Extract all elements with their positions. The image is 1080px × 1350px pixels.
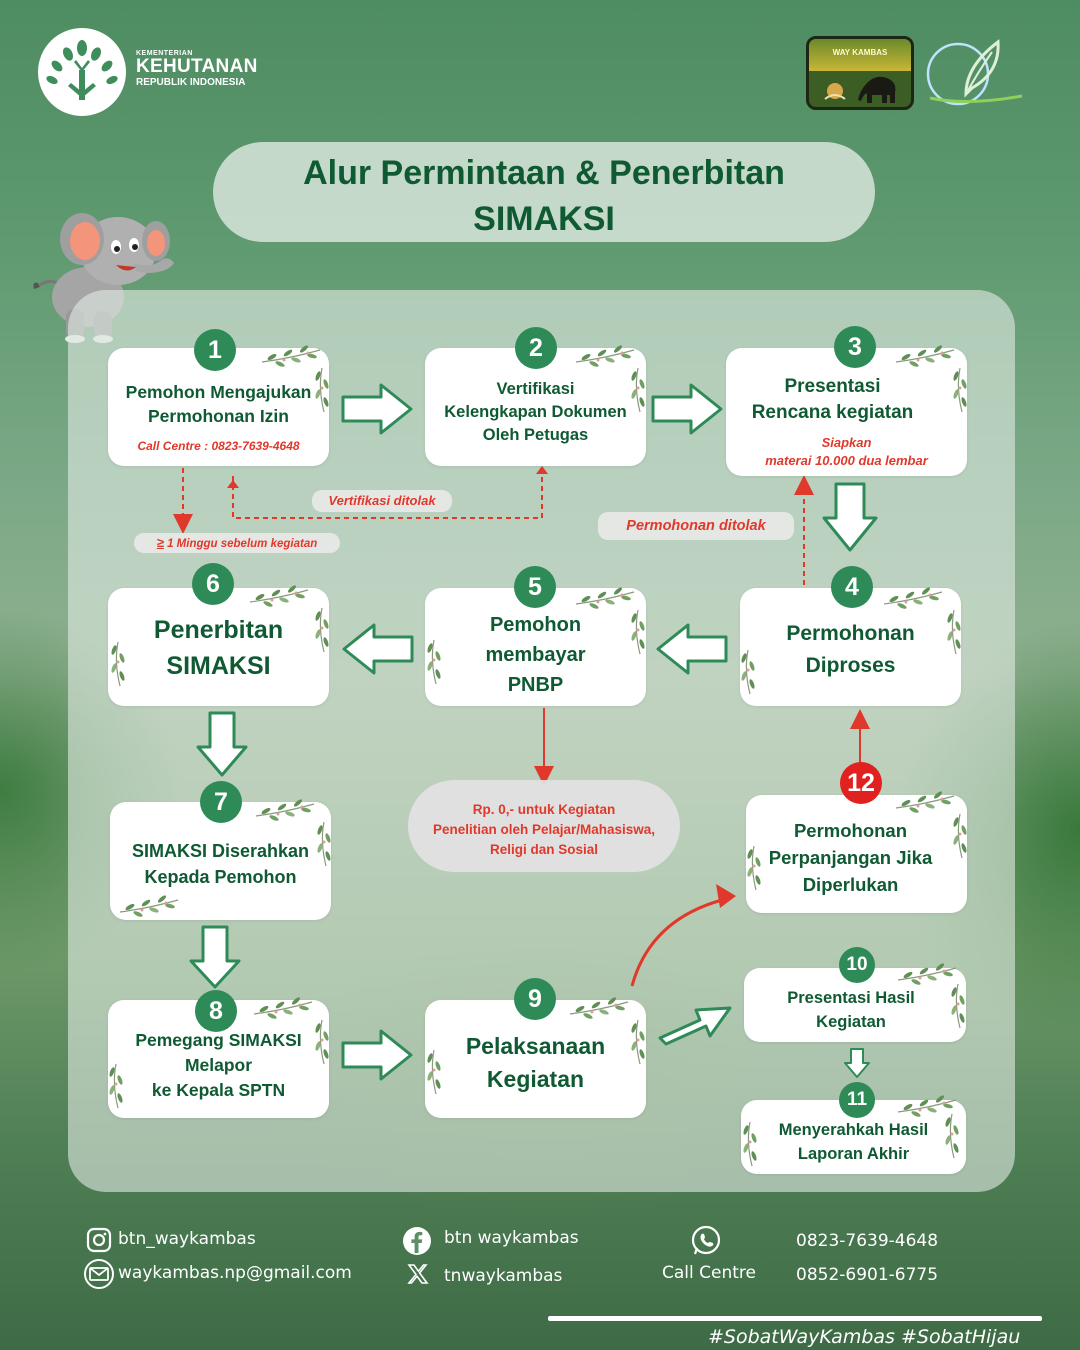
- partner-logos: WAY KAMBAS: [806, 36, 1026, 116]
- instagram-icon: [86, 1227, 112, 1253]
- step-4-line-2: Diproses: [805, 654, 896, 677]
- badge-label: WAY KAMBAS: [832, 48, 888, 57]
- x-twitter-icon: [407, 1264, 429, 1284]
- step-5-line-1: Pemohon: [489, 614, 582, 636]
- step-12-card: Permohonan Perpanjangan Jika Diperlukan: [746, 795, 967, 913]
- arrow-5-to-6: [342, 623, 414, 675]
- facebook-handle[interactable]: btn waykambas: [444, 1228, 579, 1248]
- step-10-number: 10: [839, 947, 875, 983]
- step-5-line-3: PNBP: [507, 674, 564, 696]
- step-2-line-3: Oleh Petugas: [482, 426, 589, 444]
- instagram-handle[interactable]: btn_waykambas: [118, 1229, 256, 1249]
- arrow-8-to-9: [341, 1029, 413, 1081]
- step-6-card: Penerbitan SIMAKSI: [108, 588, 329, 706]
- arrow-3-to-4: [822, 482, 878, 552]
- org-name: KEHUTANAN: [136, 56, 258, 77]
- email-address[interactable]: waykambas.np@gmail.com: [118, 1263, 352, 1283]
- email-icon: [84, 1259, 114, 1289]
- step-4-card: Permohonan Diproses: [740, 588, 961, 706]
- whatsapp-icon: [691, 1225, 721, 1255]
- step-7-line-1: SIMAKSI Diserahkan: [131, 841, 310, 861]
- step-4-line-1: Permohonan: [786, 622, 915, 645]
- step-12-line-1: Permohonan: [793, 820, 908, 841]
- step-10-line-1: Presentasi Hasil: [787, 989, 915, 1007]
- title-line-1: Alur Permintaan & Penerbitan: [303, 154, 785, 192]
- step-2-number: 2: [515, 327, 557, 369]
- arrow-1-to-2: [341, 383, 413, 435]
- footer-divider: [548, 1316, 1042, 1321]
- step-8-line-1: Pemegang SIMAKSI: [135, 1030, 302, 1050]
- phone-number-1[interactable]: 0823-7639-4648: [796, 1231, 939, 1251]
- step-2-line-1: Vertifikasi: [496, 380, 575, 398]
- step-11-card: Menyerahkah Hasil Laporan Akhir: [741, 1100, 966, 1174]
- step-3-line-1: Presentasi: [784, 376, 881, 397]
- hashtags: #SobatWayKambas #SobatHijau: [708, 1326, 1021, 1348]
- min-week-symbol: ≥: [156, 535, 164, 550]
- step-3-card: Presentasi Rencana kegiatan Siapkan mate…: [726, 348, 967, 476]
- step-8-line-3: ke Kepala SPTN: [151, 1080, 286, 1100]
- title-banner: Alur Permintaan & Penerbitan SIMAKSI: [213, 142, 875, 242]
- step-11-line-2: Laporan Akhir: [797, 1145, 910, 1163]
- step-11-number: 11: [839, 1082, 875, 1118]
- verifikasi-ditolak-label: Vertifikasi ditolak: [312, 490, 452, 512]
- call-centre-label: Call Centre: [662, 1263, 756, 1283]
- step-11-line-1: Menyerahkah Hasil: [778, 1121, 929, 1139]
- pnbp-info-bubble: Rp. 0,- untuk Kegiatan Penelitian oleh P…: [408, 780, 680, 872]
- step-6-number: 6: [192, 563, 234, 605]
- arrow-9-to-10: [658, 1006, 732, 1046]
- arrow-7-to-8: [189, 925, 241, 989]
- step-3-line-2: Rencana kegiatan: [751, 402, 914, 423]
- step-1-number: 1: [194, 329, 236, 371]
- way-kambas-badge: WAY KAMBAS: [806, 36, 914, 110]
- step-5-number: 5: [514, 566, 556, 608]
- step-1-line-1: Pemohon Mengajukan: [125, 382, 312, 402]
- step-3-note-2: materai 10.000 dua lembar: [765, 453, 928, 468]
- step-6-line-1: Penerbitan: [153, 616, 284, 644]
- facebook-icon: [403, 1227, 431, 1255]
- step-1-note: Call Centre : 0823-7639-4648: [137, 439, 300, 453]
- step-3-number: 3: [834, 326, 876, 368]
- arrow-10-to-11: [844, 1048, 870, 1078]
- step-12-number: 12: [840, 762, 882, 804]
- step-1-card: Pemohon Mengajukan Permohonan Izin Call …: [108, 348, 329, 466]
- info-line-3: Religi dan Sosial: [489, 842, 599, 857]
- elephant-silhouette-icon: [824, 76, 896, 103]
- arrow-2-to-3: [651, 383, 723, 435]
- info-line-2: Penelitian oleh Pelajar/Mahasiswa,: [432, 822, 656, 837]
- ministry-logo: KEMENTERIAN KEHUTANAN REPUBLIK INDONESIA: [38, 28, 278, 118]
- min-week-label: ≥ 1 Minggu sebelum kegiatan: [134, 533, 340, 553]
- step-1-line-2: Permohonan Izin: [148, 406, 289, 426]
- title-line-2: SIMAKSI: [473, 200, 615, 238]
- arrow-6-to-7: [196, 711, 248, 777]
- step-10-line-2: Kegiatan: [816, 1013, 886, 1031]
- info-line-1: Rp. 0,- untuk Kegiatan: [472, 802, 616, 817]
- step-12-line-2: Perpanjangan Jika: [768, 847, 933, 868]
- step-7-line-2: Kepada Pemohon: [144, 867, 297, 887]
- step-3-note-1: Siapkan: [821, 435, 872, 450]
- arrow-4-to-5: [656, 623, 728, 675]
- step-8-number: 8: [195, 990, 237, 1032]
- permohonan-ditolak-label: Permohonan ditolak: [598, 512, 794, 540]
- phone-number-2[interactable]: 0852-6901-6775: [796, 1265, 939, 1285]
- org-small-text: KEMENTERIAN: [136, 50, 193, 57]
- step-9-number: 9: [514, 978, 556, 1020]
- leaf-logo-icon: [926, 39, 1023, 106]
- org-subtitle: REPUBLIK INDONESIA: [136, 77, 246, 88]
- step-12-line-3: Diperlukan: [802, 874, 899, 895]
- step-8-line-2: Melapor: [184, 1055, 253, 1075]
- x-handle[interactable]: tnwaykambas: [444, 1266, 563, 1286]
- step-6-line-2: SIMAKSI: [166, 652, 271, 680]
- tree-emblem-icon: [38, 28, 126, 116]
- step-2-line-2: Kelengkapan Dokumen: [444, 403, 627, 421]
- step-5-line-2: membayar: [485, 644, 586, 666]
- step-9-line-2: Kegiatan: [486, 1066, 585, 1092]
- step-7-number: 7: [200, 781, 242, 823]
- step-4-number: 4: [831, 566, 873, 608]
- step-9-line-1: Pelaksanaan: [465, 1033, 606, 1059]
- min-week-text: 1 Minggu sebelum kegiatan: [167, 538, 318, 550]
